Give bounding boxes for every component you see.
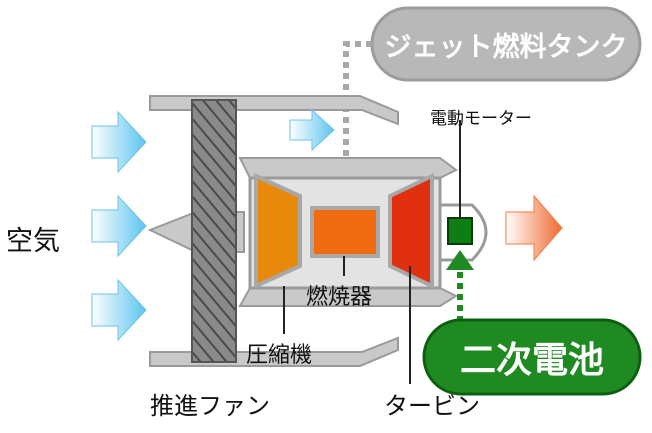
combustor xyxy=(310,206,380,258)
secondary-battery: 二次電池 xyxy=(422,318,642,396)
air-arrow-icon xyxy=(91,278,147,342)
electric-motor-label: 電動モーター xyxy=(430,109,532,129)
fuel-tank: ジェット燃料タンク xyxy=(370,6,642,82)
battery-power-line xyxy=(446,250,474,322)
air-inflow-arrows xyxy=(91,108,335,342)
propulsion-fan xyxy=(191,99,237,363)
compressor-label: 圧縮機 xyxy=(246,343,312,368)
air-label: 空気 xyxy=(6,226,60,257)
electric-motor xyxy=(447,217,473,245)
combustor-label: 燃焼器 xyxy=(306,285,372,310)
turbine-label: タービン xyxy=(384,392,480,420)
bypass-arrow-icon xyxy=(289,108,335,152)
turbine xyxy=(388,172,434,290)
fuel-tank-label: ジェット燃料タンク xyxy=(385,32,628,63)
compressor xyxy=(254,172,302,290)
battery-label: 二次電池 xyxy=(460,340,604,381)
air-arrow-icon xyxy=(91,110,147,174)
exhaust-arrow-icon xyxy=(505,194,563,262)
fan-label: 推進ファン xyxy=(150,392,270,420)
air-arrow-icon xyxy=(91,194,147,258)
leader-lines xyxy=(283,120,461,384)
